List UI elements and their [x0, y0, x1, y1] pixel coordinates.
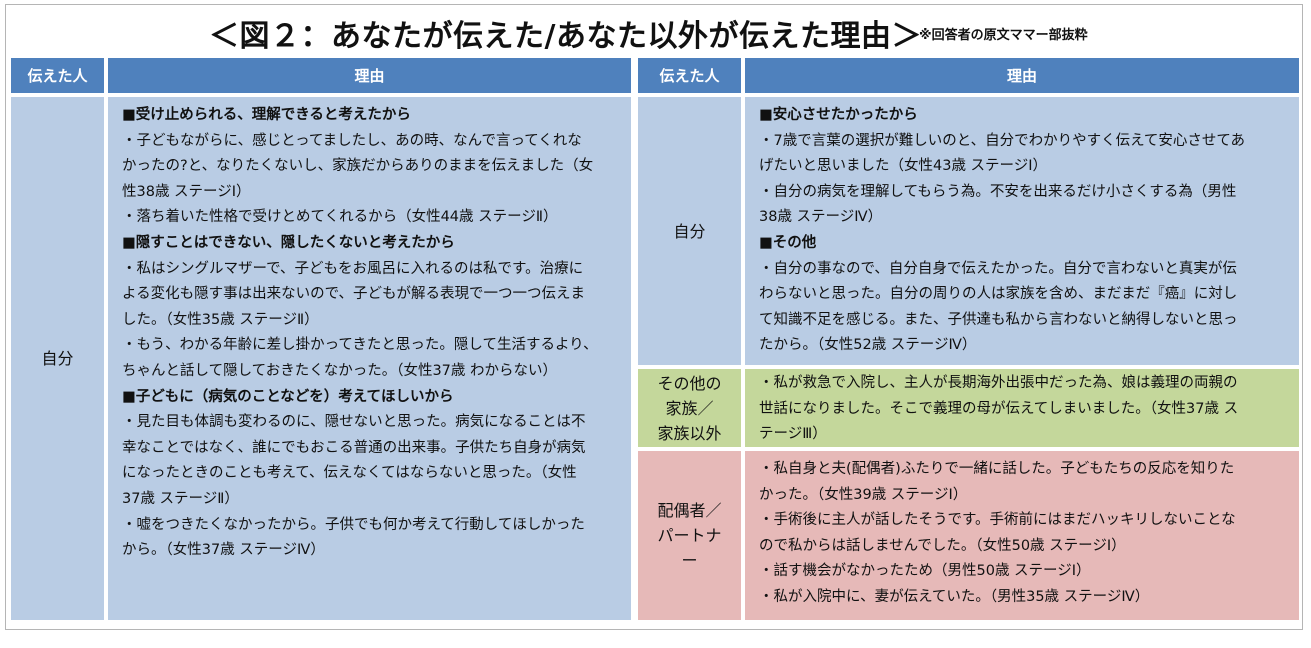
reason-line: ・7歳で言葉の選択が難しいのと、自分でわかりやすく伝えて安心させてあ	[759, 132, 1245, 149]
right-who-self: 自分	[638, 97, 741, 365]
who-label-line: 家族以外	[657, 423, 722, 443]
figure-frame: ＜図２：あなたが伝えた/あなた以外が伝えた理由＞ ※回答者の原文ママー部抜粋 伝…	[5, 4, 1303, 630]
reason-line: 幸なことではなく、誰にでもおこる普通の出来事。子供たち自身が病気	[122, 439, 586, 456]
reason-category-heading: ■受け止められる、理解できると考えたから	[122, 107, 411, 123]
reason-line: ので私からは話しませんでした。（女性50歳 ステージⅠ）	[759, 537, 1126, 554]
reason-line: かった。（女性39歳 ステージⅠ）	[759, 486, 968, 503]
reason-category-heading: ■子どもに（病気のことなどを）考えてほしいから	[122, 388, 454, 405]
right-header-who: 伝えた人	[638, 58, 741, 93]
reason-line: 37歳 ステージⅡ）	[122, 490, 239, 507]
who-label-line: 配偶者／	[657, 501, 722, 520]
reason-line: ・手術後に主人が話したそうです。手術前にはまだハッキリしないことな	[759, 512, 1236, 529]
left-who-self: 自分	[11, 97, 104, 620]
who-label-line: その他の	[657, 373, 722, 393]
reason-line: わらないと思った。自分の周りの人は家族を含め、まだまだ『癌』に対し	[759, 286, 1238, 303]
right-reasons-partner: ・私自身と夫(配偶者)ふたりで一緒に話した。子どもたちの反応を知りたかった。（女…	[745, 451, 1299, 620]
reason-category-heading: ■隠すことはできない、隠したくないと考えたから	[122, 234, 455, 251]
reason-line: になったときのことも考えて、伝えなくてはならないと思った。（女性	[122, 465, 577, 482]
reason-category-heading: ■その他	[759, 234, 817, 251]
who-label-line: パートナ	[657, 526, 722, 545]
reason-line: から。（女性37歳 ステージⅣ）	[122, 542, 325, 559]
reason-line: ・子どもながらに、感じとってましたし、あの時、なんで言ってくれな	[122, 132, 582, 149]
left-header-reason: 理由	[108, 58, 631, 93]
who-label-line: 家族／	[665, 398, 714, 418]
who-label-line: 自分	[673, 221, 706, 241]
reason-line: ・自分の病気を理解してもらう為。不安を出来るだけ小さくする為（男性	[759, 183, 1237, 200]
reason-line: した。（女性35歳 ステージⅡ）	[122, 311, 319, 328]
reason-line: ・見た目も体調も変わるのに、隠せないと思った。病気になることは不	[122, 414, 586, 431]
right-who-partner: 配偶者／ パートナー	[638, 451, 741, 620]
right-who-other-family: その他の家族／ 家族以外	[638, 369, 741, 447]
left-reasons-self: ■受け止められる、理解できると考えたから・子どもながらに、感じとってましたし、あ…	[108, 97, 631, 620]
reason-line: ・もう、わかる年齢に差し掛かってきたと思った。隠して生活するより、	[122, 337, 598, 354]
reason-line: たから。（女性52歳 ステージⅣ）	[759, 337, 977, 354]
reason-line: ・私が救急で入院し、主人が長期海外出張中だった為、娘は義理の両親の	[759, 375, 1238, 391]
reason-line: ・私自身と夫(配偶者)ふたりで一緒に話した。子どもたちの反応を知りた	[759, 461, 1235, 477]
title-row: ＜図２：あなたが伝えた/あなた以外が伝えた理由＞ ※回答者の原文ママー部抜粋	[6, 5, 1302, 54]
left-header-who: 伝えた人	[11, 58, 104, 93]
reason-line: て知識不足を感じる。また、子供達も私から言わないと納得しないと思っ	[759, 311, 1238, 328]
reason-line: ・嘘をつきたくなかったから。子供でも何か考えて行動してほしかった	[122, 516, 585, 533]
right-reasons-other-family: ・私が救急で入院し、主人が長期海外出張中だった為、娘は義理の両親の世話になりまし…	[745, 369, 1299, 447]
figure-title: ＜図２：あなたが伝えた/あなた以外が伝えた理由＞	[209, 19, 922, 54]
reason-line: ・私が入院中に、妻が伝えていた。（男性35歳 ステージⅣ）	[759, 588, 1150, 605]
right-reasons-self: ■安心させたかったから・7歳で言葉の選択が難しいのと、自分でわかりやすく伝えて安…	[745, 97, 1299, 365]
source-note: ※回答者の原文ママー部抜粋	[919, 28, 1088, 43]
reason-line: よる変化も隠す事は出来ないので、子どもが解る表現で一つ一つ伝えま	[122, 286, 585, 303]
reason-line: ・話す機会がなかったため（男性50歳 ステージⅠ）	[759, 563, 1091, 580]
who-label-line: ー	[681, 551, 698, 570]
reason-line: ・私はシングルマザーで、子どもをお風呂に入れるのは私です。治療に	[122, 260, 584, 277]
reason-line: ・自分の事なので、自分自身で伝えたかった。自分で言わないと真実が伝	[759, 260, 1237, 277]
reason-line: げたいと思いました（女性43歳 ステージⅠ）	[759, 158, 1048, 175]
reason-line: 性38歳 ステージⅠ）	[122, 183, 251, 200]
reason-line: かったの?と、なりたくないし、家族だからありのままを伝えました（女	[122, 158, 594, 175]
reason-line: ちゃんと話して隠しておきたくなかった。（女性37歳 わからない）	[122, 362, 558, 379]
reason-line: 世話になりました。そこで義理の母が伝えてしまいました。（女性37歳 ス	[759, 400, 1239, 417]
reason-line: 38歳 ステージⅣ）	[759, 209, 883, 226]
reason-line: ・落ち着いた性格で受けとめてくれるから（女性44歳 ステージⅡ）	[122, 209, 558, 226]
right-header-reason: 理由	[745, 58, 1299, 93]
reason-line: テージⅢ）	[759, 426, 827, 443]
reason-category-heading: ■安心させたかったから	[759, 107, 918, 123]
